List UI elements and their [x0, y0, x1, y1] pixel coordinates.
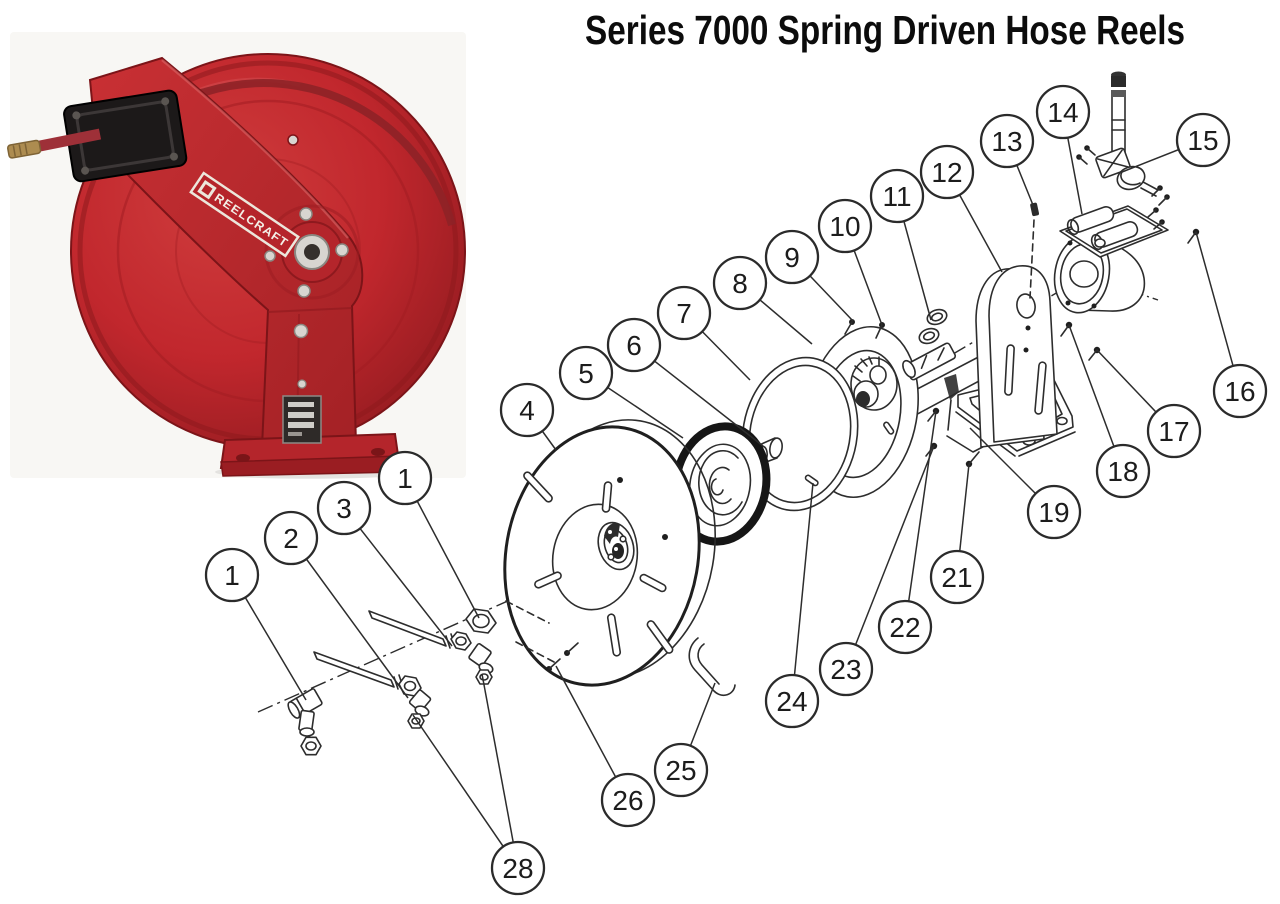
swivel-assembly: [1029, 71, 1170, 314]
callout-25: 25: [653, 742, 709, 798]
svg-text:23: 23: [830, 654, 861, 685]
hose-guide: [6, 89, 188, 183]
svg-text:9: 9: [784, 242, 800, 273]
svg-text:24: 24: [776, 686, 807, 717]
svg-text:2: 2: [283, 523, 299, 554]
callout-7: 7: [656, 285, 712, 341]
callout-28: 28: [490, 840, 546, 896]
hose-stem-lower: [313, 651, 432, 729]
screws-26: [505, 600, 579, 672]
callout-2: 2: [263, 510, 319, 566]
air-hose: [38, 128, 102, 152]
page-title: Series 7000 Spring Driven Hose Reels: [585, 7, 1185, 53]
callout-24: 24: [764, 673, 820, 729]
callout-11: 11: [869, 168, 925, 224]
svg-text:19: 19: [1038, 497, 1069, 528]
svg-text:21: 21: [941, 562, 972, 593]
name-plate: [282, 395, 322, 444]
callout-21: 21: [929, 549, 985, 605]
callout-18: 18: [1095, 443, 1151, 499]
callout-1a: 1: [204, 547, 260, 603]
swivel-nut: [465, 608, 497, 634]
callout-16: 16: [1212, 363, 1268, 419]
svg-text:8: 8: [732, 268, 748, 299]
callout-1b: 1: [377, 450, 433, 506]
svg-text:10: 10: [829, 211, 860, 242]
callout-17: 17: [1146, 403, 1202, 459]
reel-hub: [264, 204, 360, 389]
svg-text:3: 3: [336, 493, 352, 524]
callout-23: 23: [818, 641, 874, 697]
swivel-joint: [1095, 147, 1159, 197]
ratchet-gear: [850, 356, 898, 411]
callout-10: 10: [817, 198, 873, 254]
swivel-screws: [1076, 145, 1170, 230]
svg-text:18: 18: [1107, 456, 1138, 487]
svg-text:1: 1: [397, 463, 413, 494]
svg-text:26: 26: [612, 785, 643, 816]
svg-text:14: 14: [1047, 97, 1078, 128]
svg-text:22: 22: [889, 612, 920, 643]
hose-clamp: [688, 637, 736, 697]
callout-12: 12: [919, 144, 975, 200]
svg-text:11: 11: [882, 181, 911, 212]
svg-text:16: 16: [1224, 376, 1255, 407]
guide-arm-plate: [1059, 205, 1169, 258]
svg-text:7: 7: [676, 298, 692, 329]
shaft-part: [902, 308, 957, 381]
svg-text:25: 25: [665, 755, 696, 786]
product-photo: REELCRAFT: [6, 32, 466, 479]
callout-8: 8: [712, 255, 768, 311]
callout-4: 4: [499, 382, 555, 438]
disc-slots: [523, 471, 674, 657]
o-rings: [918, 308, 948, 345]
callout-19: 19: [1026, 484, 1082, 540]
svg-text:6: 6: [626, 330, 642, 361]
bracket-upright: [988, 265, 1058, 443]
svg-text:5: 5: [578, 358, 594, 389]
inlet-fittings: [287, 608, 497, 756]
callout-26: 26: [600, 772, 656, 828]
callout-14: 14: [1035, 84, 1091, 140]
disc-hub: [597, 521, 635, 571]
callout-balloons: 1 2 3 1 4 5 6 7 8 9 10 11 12 13 14 15 16…: [204, 84, 1268, 896]
exploded-diagram: 1 2 3 1 4 5 6 7 8 9 10 11 12 13 14 15 16…: [204, 71, 1268, 896]
svg-text:4: 4: [519, 395, 535, 426]
svg-text:12: 12: [931, 157, 962, 188]
svg-text:28: 28: [502, 853, 533, 884]
callout-13: 13: [979, 113, 1035, 169]
spring-spiral: [698, 449, 743, 516]
callout-15: 15: [1175, 112, 1231, 168]
svg-text:13: 13: [991, 126, 1022, 157]
riser-tube: [1111, 71, 1126, 157]
svg-text:17: 17: [1158, 416, 1189, 447]
callout-3: 3: [316, 480, 372, 536]
callout-22: 22: [877, 599, 933, 655]
brass-fitting: [6, 139, 42, 159]
callout-9: 9: [764, 229, 820, 285]
front-disc: [503, 419, 716, 687]
svg-text:15: 15: [1187, 125, 1218, 156]
mounting-bracket: [955, 265, 1076, 457]
callout-5: 5: [558, 345, 614, 401]
callout-6: 6: [606, 317, 662, 373]
fitting-elbow-left: [287, 688, 323, 756]
svg-text:1: 1: [224, 560, 240, 591]
